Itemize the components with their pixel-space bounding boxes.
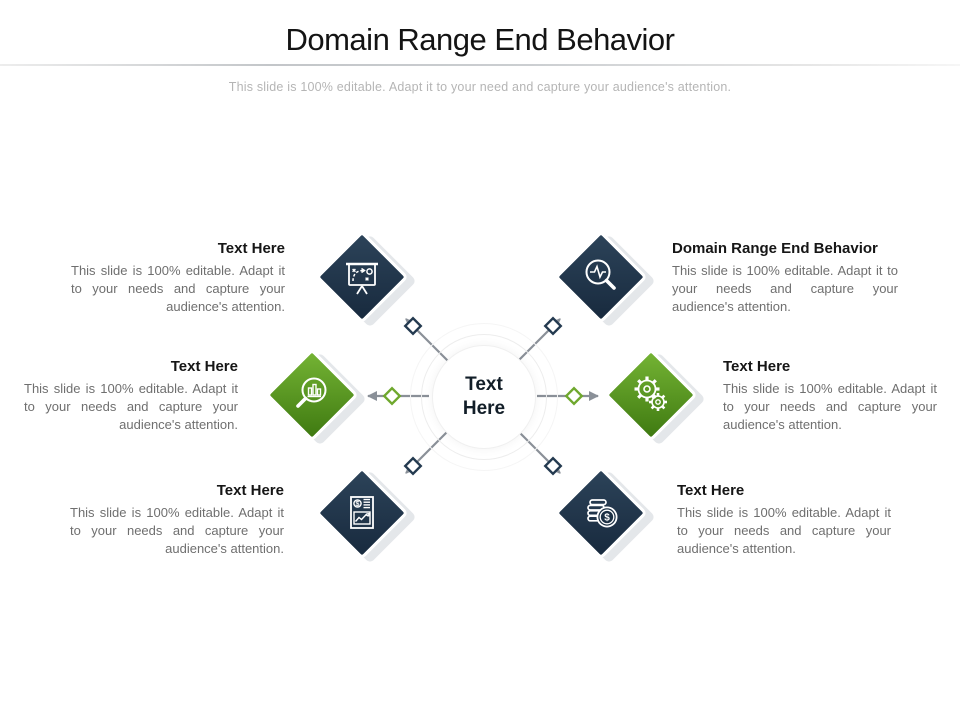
diamond-top-left	[315, 230, 417, 328]
center-label: Text Here	[432, 345, 536, 449]
item-description: This slide is 100% editable. Adapt it to…	[672, 263, 898, 315]
item-heading: Text Here	[216, 482, 284, 499]
search-bar-chart-icon	[296, 377, 327, 408]
connector-marker-diamond	[543, 456, 563, 476]
financial-report-icon: $	[350, 496, 374, 529]
diamond-bottom-right: $	[554, 466, 656, 564]
svg-text:$: $	[604, 512, 610, 523]
strategy-board-icon	[346, 262, 378, 295]
item-description: This slide is 100% editable. Adapt it to…	[71, 263, 285, 315]
item-description: This slide is 100% editable. Adapt it to…	[24, 381, 238, 433]
center-circle: Text Here	[410, 323, 558, 471]
title-divider	[0, 64, 960, 66]
coins-icon: $	[587, 499, 618, 528]
item-top-left: Text Here This slide is 100% editable. A…	[71, 240, 285, 317]
item-heading: Text Here	[217, 240, 285, 257]
item-heading: Text Here	[723, 358, 791, 375]
connector-marker-diamond	[382, 386, 402, 406]
item-heading: Text Here	[170, 358, 238, 375]
search-pulse-icon	[585, 259, 616, 290]
gears-icon	[634, 376, 667, 411]
item-middle-left: Text Here This slide is 100% editable. A…	[24, 358, 238, 435]
item-description: This slide is 100% editable. Adapt it to…	[677, 505, 891, 557]
svg-text:$: $	[356, 501, 360, 508]
connector-marker-diamond	[403, 316, 423, 336]
page-subtitle: This slide is 100% editable. Adapt it to…	[228, 80, 732, 94]
page-title: Domain Range End Behavior	[285, 22, 675, 57]
diamond-bottom-left: $	[315, 466, 417, 564]
connector-marker-diamond	[564, 386, 584, 406]
diamond-middle-right	[604, 348, 706, 446]
item-top-right: Domain Range End Behavior This slide is …	[672, 240, 898, 317]
item-description: This slide is 100% editable. Adapt it to…	[70, 505, 284, 557]
item-bottom-left: Text Here This slide is 100% editable. A…	[70, 482, 284, 559]
connector-marker-diamond	[403, 456, 423, 476]
diamond-top-right	[554, 230, 656, 328]
item-heading: Text Here	[677, 482, 745, 499]
item-middle-right: Text Here This slide is 100% editable. A…	[723, 358, 937, 435]
center-circle-ring: Text Here	[421, 334, 547, 460]
item-bottom-right: Text Here This slide is 100% editable. A…	[677, 482, 891, 559]
item-heading: Domain Range End Behavior	[672, 240, 878, 257]
connector-marker-diamond	[543, 316, 563, 336]
item-description: This slide is 100% editable. Adapt it to…	[723, 381, 937, 433]
diamond-middle-left	[265, 348, 367, 446]
